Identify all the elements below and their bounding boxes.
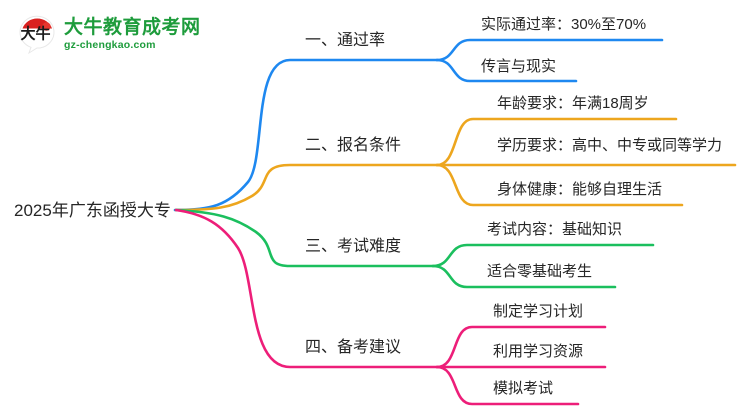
branch-label-2[interactable]: 二、报名条件	[305, 137, 402, 154]
root-node-label[interactable]: 2025年广东函授大专	[14, 201, 171, 220]
leaf-label-2-3[interactable]: 身体健康：能够自理生活	[497, 181, 663, 198]
site-logo[interactable]: 大牛 大牛教育成考网 gz-chengkao.com	[16, 10, 216, 58]
speech-bubble-logo-icon: 大牛	[16, 13, 58, 55]
leaf-label-2-2[interactable]: 学历要求：高中、中专或同等学力	[497, 137, 723, 154]
branch-connector-2	[174, 117, 737, 212]
logo-text-block: 大牛教育成考网 gz-chengkao.com	[64, 18, 201, 51]
branch-connector-4	[174, 208, 607, 406]
leaf-label-2-1[interactable]: 年龄要求：年满18周岁	[497, 95, 649, 112]
leaf-label-1-2[interactable]: 传言与现实	[481, 58, 557, 75]
svg-text:大牛: 大牛	[20, 25, 50, 43]
branch-connector-3	[174, 208, 655, 289]
branch-connector-1	[174, 38, 664, 212]
logo-subtitle: gz-chengkao.com	[64, 38, 156, 51]
branch-label-4[interactable]: 四、备考建议	[305, 339, 402, 356]
leaf-label-4-3[interactable]: 模拟考试	[493, 380, 554, 397]
logo-title: 大牛教育成考网	[64, 16, 201, 38]
leaf-label-3-2[interactable]: 适合零基础考生	[487, 263, 593, 280]
leaf-label-4-1[interactable]: 制定学习计划	[493, 303, 584, 320]
leaf-label-3-1[interactable]: 考试内容：基础知识	[487, 221, 623, 238]
branch-label-1[interactable]: 一、通过率	[305, 32, 386, 49]
leaf-label-4-2[interactable]: 利用学习资源	[493, 343, 584, 360]
branch-label-3[interactable]: 三、考试难度	[305, 238, 402, 255]
leaf-label-1-1[interactable]: 实际通过率：30%至70%	[481, 16, 647, 33]
